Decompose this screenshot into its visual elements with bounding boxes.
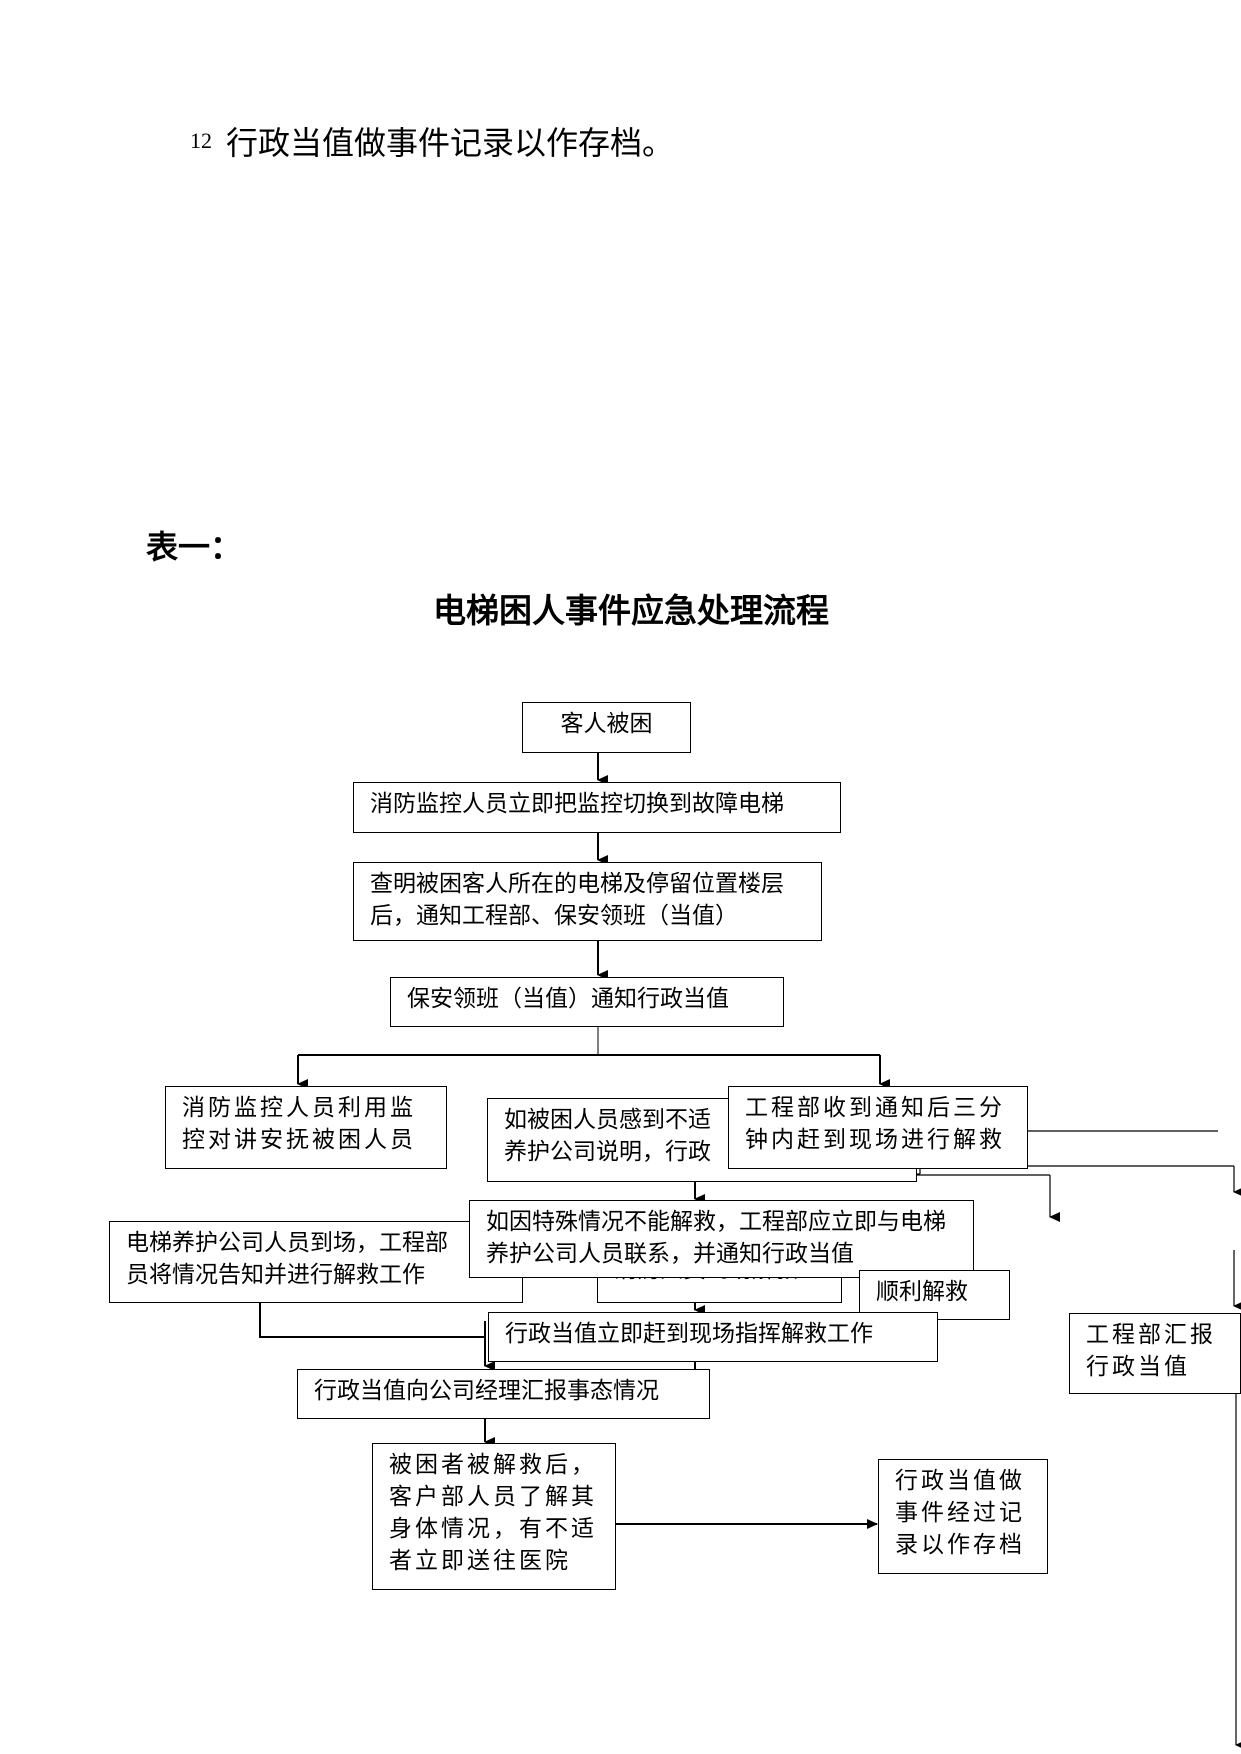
item-text: 行政当值做事件记录以作存档。 bbox=[226, 124, 675, 162]
box-admin-record: 行政当值做事件经过记录以作存档 bbox=[878, 1459, 1048, 1574]
box-admin-command: 行政当值立即赶到现场指挥解救工作 bbox=[488, 1312, 938, 1362]
box-engineering-arrive: 工程部收到通知后三分钟内赶到现场进行解救 bbox=[728, 1086, 1028, 1169]
numbered-item: 12 行政当值做事件记录以作存档。 bbox=[190, 118, 674, 164]
item-number: 12 bbox=[190, 128, 212, 153]
box-guest-trapped: 客人被困 bbox=[522, 702, 691, 753]
box-after-rescue: 被困者被解救后，客户部人员了解其身体情况，有不适者立即送往医院 bbox=[372, 1443, 616, 1590]
line-maint-to-report bbox=[259, 1302, 485, 1338]
box-maintenance-arrive: 电梯养护公司人员到场，工程部 员将情况告知并进行解救工作 bbox=[109, 1221, 523, 1303]
box-intercom-comfort: 消防监控人员利用监控对讲安抚被困人员 bbox=[165, 1086, 447, 1169]
box-engineering-report: 工程部汇报行政当值 bbox=[1069, 1313, 1241, 1394]
box-locate-notify: 查明被困客人所在的电梯及停留位置楼层后，通知工程部、保安领班（当值） bbox=[353, 862, 822, 941]
box-special-case: 如因特殊情况不能解救，工程部应立即与电梯养护公司人员联系，并通知行政当值 bbox=[469, 1200, 974, 1278]
table-label: 表一： bbox=[146, 528, 243, 566]
box-admin-report-manager: 行政当值向公司经理汇报事态情况 bbox=[297, 1369, 710, 1419]
flowchart-title: 电梯困人事件应急处理流程 bbox=[433, 591, 829, 630]
box-monitor-switch: 消防监控人员立即把监控切换到故障电梯 bbox=[353, 782, 841, 833]
box-security-notify-admin: 保安领班（当值）通知行政当值 bbox=[390, 977, 784, 1027]
